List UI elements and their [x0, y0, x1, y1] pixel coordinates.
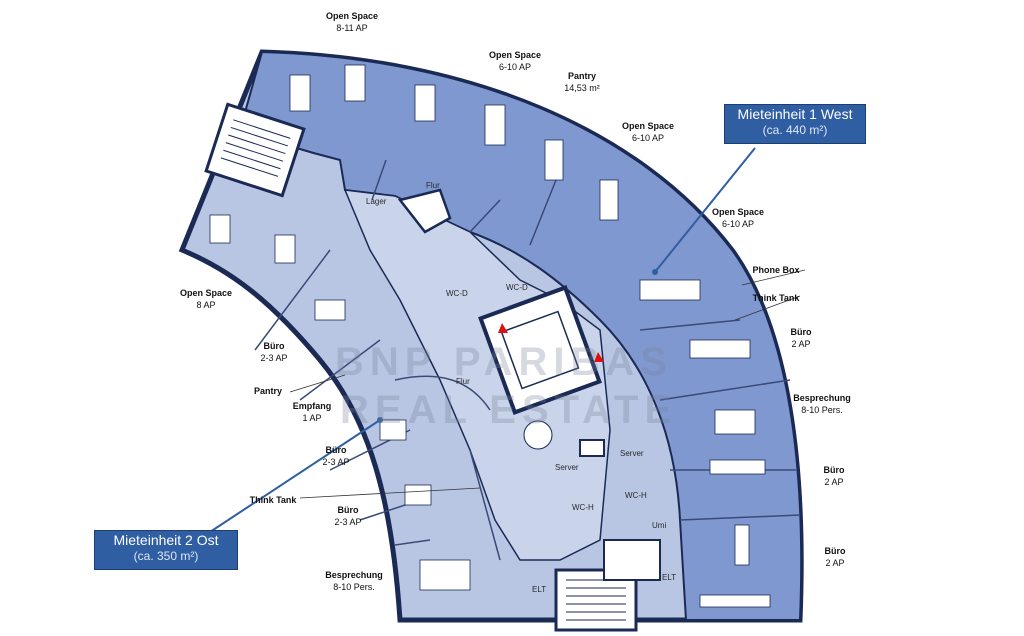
- stair-lines-top: [220, 119, 291, 177]
- watermark-line-1: BNP PARIBAS: [335, 340, 673, 384]
- room-pantry-top: Pantry 14,53 m²: [564, 70, 600, 94]
- label-wc-h-2: WC-H: [572, 503, 594, 512]
- void-top: [397, 188, 452, 234]
- room-name: Büro: [325, 445, 347, 455]
- room-detail: 8-10 Pers.: [333, 582, 375, 592]
- room-name: Empfang: [292, 401, 332, 411]
- room-open-space-2: Open Space 6-10 AP: [489, 49, 541, 73]
- room-name: Phone Box: [752, 265, 800, 275]
- label-flur-mid: Flur: [456, 377, 470, 386]
- leader-east: [209, 419, 381, 533]
- room-name: Büro: [790, 327, 812, 337]
- unit-east-callout: Mieteinheit 2 Ost (ca. 350 m²): [94, 530, 238, 570]
- room-buero-r3: Büro 2 AP: [825, 545, 846, 569]
- room-buero-l2: Büro 2-3 AP: [322, 444, 349, 468]
- room-open-space-4: Open Space 6-10 AP: [712, 206, 764, 230]
- elevator-core: [478, 285, 602, 415]
- room-open-space-left: Open Space 8 AP: [180, 287, 232, 311]
- room-detail: 6-10 AP: [631, 133, 665, 143]
- label-umi: Umi: [652, 521, 666, 530]
- room-buero-l3: Büro 2-3 AP: [334, 504, 361, 528]
- room-open-space-3: Open Space 6-10 AP: [622, 120, 674, 144]
- room-besprechung-left: Besprechung 8-10 Pers.: [325, 569, 383, 593]
- room-detail: 8-10 Pers.: [801, 405, 843, 415]
- label-server-2: Server: [620, 449, 644, 458]
- furniture-desks: [209, 64, 771, 608]
- room-name: Büro: [823, 465, 845, 475]
- void-lower: [603, 539, 661, 581]
- room-open-space-top: Open Space 8-11 AP: [326, 10, 378, 34]
- room-name: Open Space: [325, 11, 379, 21]
- room-detail: 6-10 AP: [721, 219, 755, 229]
- room-name: Besprechung: [793, 393, 851, 403]
- label-wc-h-1: WC-H: [625, 491, 647, 500]
- room-empfang: Empfang 1 AP: [293, 400, 332, 424]
- room-name: Open Space: [621, 121, 675, 131]
- label-server-1: Server: [555, 463, 579, 472]
- room-phone-box: Phone Box: [752, 264, 799, 276]
- label-wc-d-2: WC-D: [506, 283, 528, 292]
- unit-west-callout: Mieteinheit 1 West (ca. 440 m²): [724, 104, 866, 144]
- label-flur-top: Flur: [426, 181, 440, 190]
- red-marker-1: [498, 323, 508, 333]
- room-buero-l1: Büro 2-3 AP: [260, 340, 287, 364]
- room-name: Open Space: [711, 207, 765, 217]
- core-area: [343, 189, 611, 561]
- watermark-line-2: REAL ESTATE: [340, 388, 678, 432]
- room-name: Büro: [263, 341, 285, 351]
- room-detail: 2 AP: [791, 339, 811, 349]
- leader-east-dot: [377, 417, 383, 423]
- room-name: Think Tank: [249, 495, 297, 505]
- room-buero-r2: Büro 2 AP: [824, 464, 845, 488]
- label-wc-d-1: WC-D: [446, 289, 468, 298]
- room-detail: 2-3 AP: [322, 457, 350, 467]
- unit-east-title: Mieteinheit 2 Ost: [113, 532, 219, 548]
- label-lager: Lager: [366, 197, 387, 206]
- room-name: Pantry: [253, 386, 283, 396]
- red-marker-2: [594, 352, 604, 362]
- room-name: Open Space: [179, 288, 233, 298]
- round-table: [523, 420, 553, 450]
- stair-core-top: [204, 102, 306, 198]
- elevator-shaft: [500, 310, 580, 390]
- void-small: [579, 439, 605, 457]
- leader-west-dot: [652, 269, 658, 275]
- room-detail: 2 AP: [825, 558, 845, 568]
- label-elt-2: ELT: [662, 573, 676, 582]
- room-detail: 8-11 AP: [336, 23, 368, 33]
- room-detail: 2-3 AP: [334, 517, 362, 527]
- room-buero-r1: Büro 2 AP: [791, 326, 812, 350]
- room-think-tank-left: Think Tank: [250, 494, 297, 506]
- label-elt-1: ELT: [532, 585, 546, 594]
- room-name: Besprechung: [325, 570, 383, 580]
- room-detail: 14,53 m²: [564, 83, 600, 93]
- room-detail: 2-3 AP: [260, 353, 288, 363]
- room-name: Büro: [337, 505, 359, 515]
- room-detail: 2 AP: [824, 477, 844, 487]
- label-pointers: [289, 269, 806, 499]
- room-think-tank-right: Think Tank: [753, 292, 800, 304]
- room-besprechung-right: Besprechung 8-10 Pers.: [793, 392, 851, 416]
- room-name: Open Space: [488, 50, 542, 60]
- room-detail: 8 AP: [196, 300, 216, 310]
- leader-west: [654, 147, 756, 273]
- room-name: Pantry: [567, 71, 596, 81]
- room-detail: 1 AP: [302, 413, 322, 423]
- unit-west-area: (ca. 440 m²): [762, 123, 828, 137]
- room-pantry-left: Pantry: [254, 385, 282, 397]
- unit-west-title: Mieteinheit 1 West: [737, 106, 853, 122]
- room-detail: 6-10 AP: [498, 62, 532, 72]
- room-name: Think Tank: [752, 293, 800, 303]
- room-name: Büro: [824, 546, 846, 556]
- unit-east-area: (ca. 350 m²): [133, 549, 199, 563]
